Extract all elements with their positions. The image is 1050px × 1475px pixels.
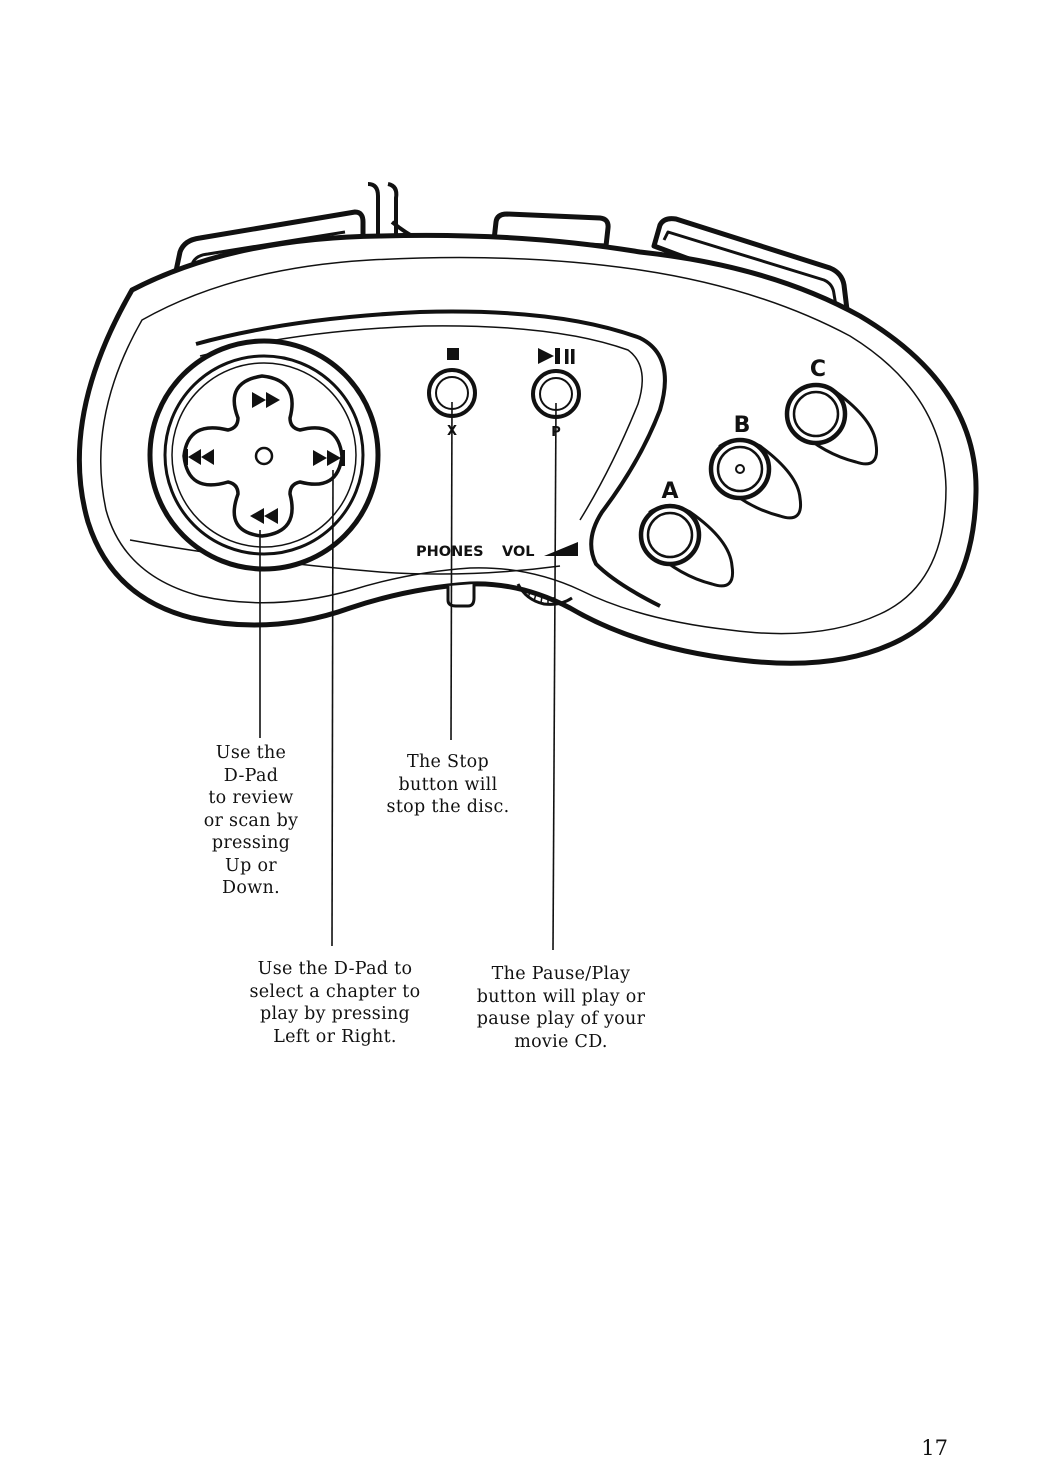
c-button-label: C [810, 357, 826, 382]
play-pause-icon [538, 348, 575, 364]
stop-x-button: X [427, 348, 477, 439]
callout-line: select a chapter to [249, 981, 421, 1002]
callout-line: Use the [215, 743, 287, 763]
leader-dpad-leftright [331, 469, 334, 947]
callout-line: or scan by [203, 810, 299, 831]
callout-line: The Stop [406, 752, 490, 772]
callout-line: The Pause/Play [491, 964, 631, 984]
leader-stop [450, 401, 453, 741]
callout-line: Use the D-Pad to [257, 959, 413, 979]
b-button-label: B [734, 413, 751, 438]
leader-lines [259, 401, 557, 951]
page-number: 17 [921, 1436, 948, 1460]
skip-forward-icon [313, 450, 345, 466]
phones-jack [446, 584, 476, 608]
callout-stop: The Stop button will stop the disc. [376, 751, 520, 819]
vol-label: VOL [502, 544, 535, 560]
callout-line: stop the disc. [386, 797, 510, 817]
callout-line: pressing [211, 833, 291, 853]
callout-line: Left or Right. [273, 1026, 397, 1047]
callout-dpad-updown: Use the D-Pad to review or scan by press… [186, 742, 316, 900]
callout-line: play by pressing [259, 1004, 411, 1024]
d-pad-center [254, 446, 274, 466]
stop-icon [447, 348, 459, 360]
leader-pauseplay [552, 402, 557, 951]
fast-forward-icon [252, 392, 280, 408]
a-button: A [638, 479, 735, 588]
callout-line: button will [398, 774, 498, 795]
phones-label: PHONES [416, 544, 484, 560]
callout-line: to review [208, 788, 294, 808]
rewind-icon [250, 508, 278, 524]
callout-line: button will play or [476, 986, 646, 1007]
callout-pauseplay: The Pause/Play button will play or pause… [466, 963, 656, 1053]
volume-wheel [516, 583, 573, 606]
callout-line: pause play of your [476, 1009, 646, 1029]
callout-line: Down. [222, 878, 280, 898]
volume-wedge-icon [544, 542, 578, 556]
c-button: C [784, 357, 879, 466]
b-button: B [708, 413, 803, 520]
body-inner-outline [99, 256, 947, 635]
callout-line: Up or [225, 855, 277, 876]
callout-dpad-leftright: Use the D-Pad to select a chapter to pla… [240, 958, 430, 1048]
d-pad [147, 338, 381, 572]
skip-back-icon [184, 449, 214, 465]
center-panel [195, 309, 667, 608]
callout-line: D-Pad [223, 765, 279, 786]
a-button-label: A [661, 479, 678, 504]
callout-line: movie CD. [514, 1031, 608, 1052]
